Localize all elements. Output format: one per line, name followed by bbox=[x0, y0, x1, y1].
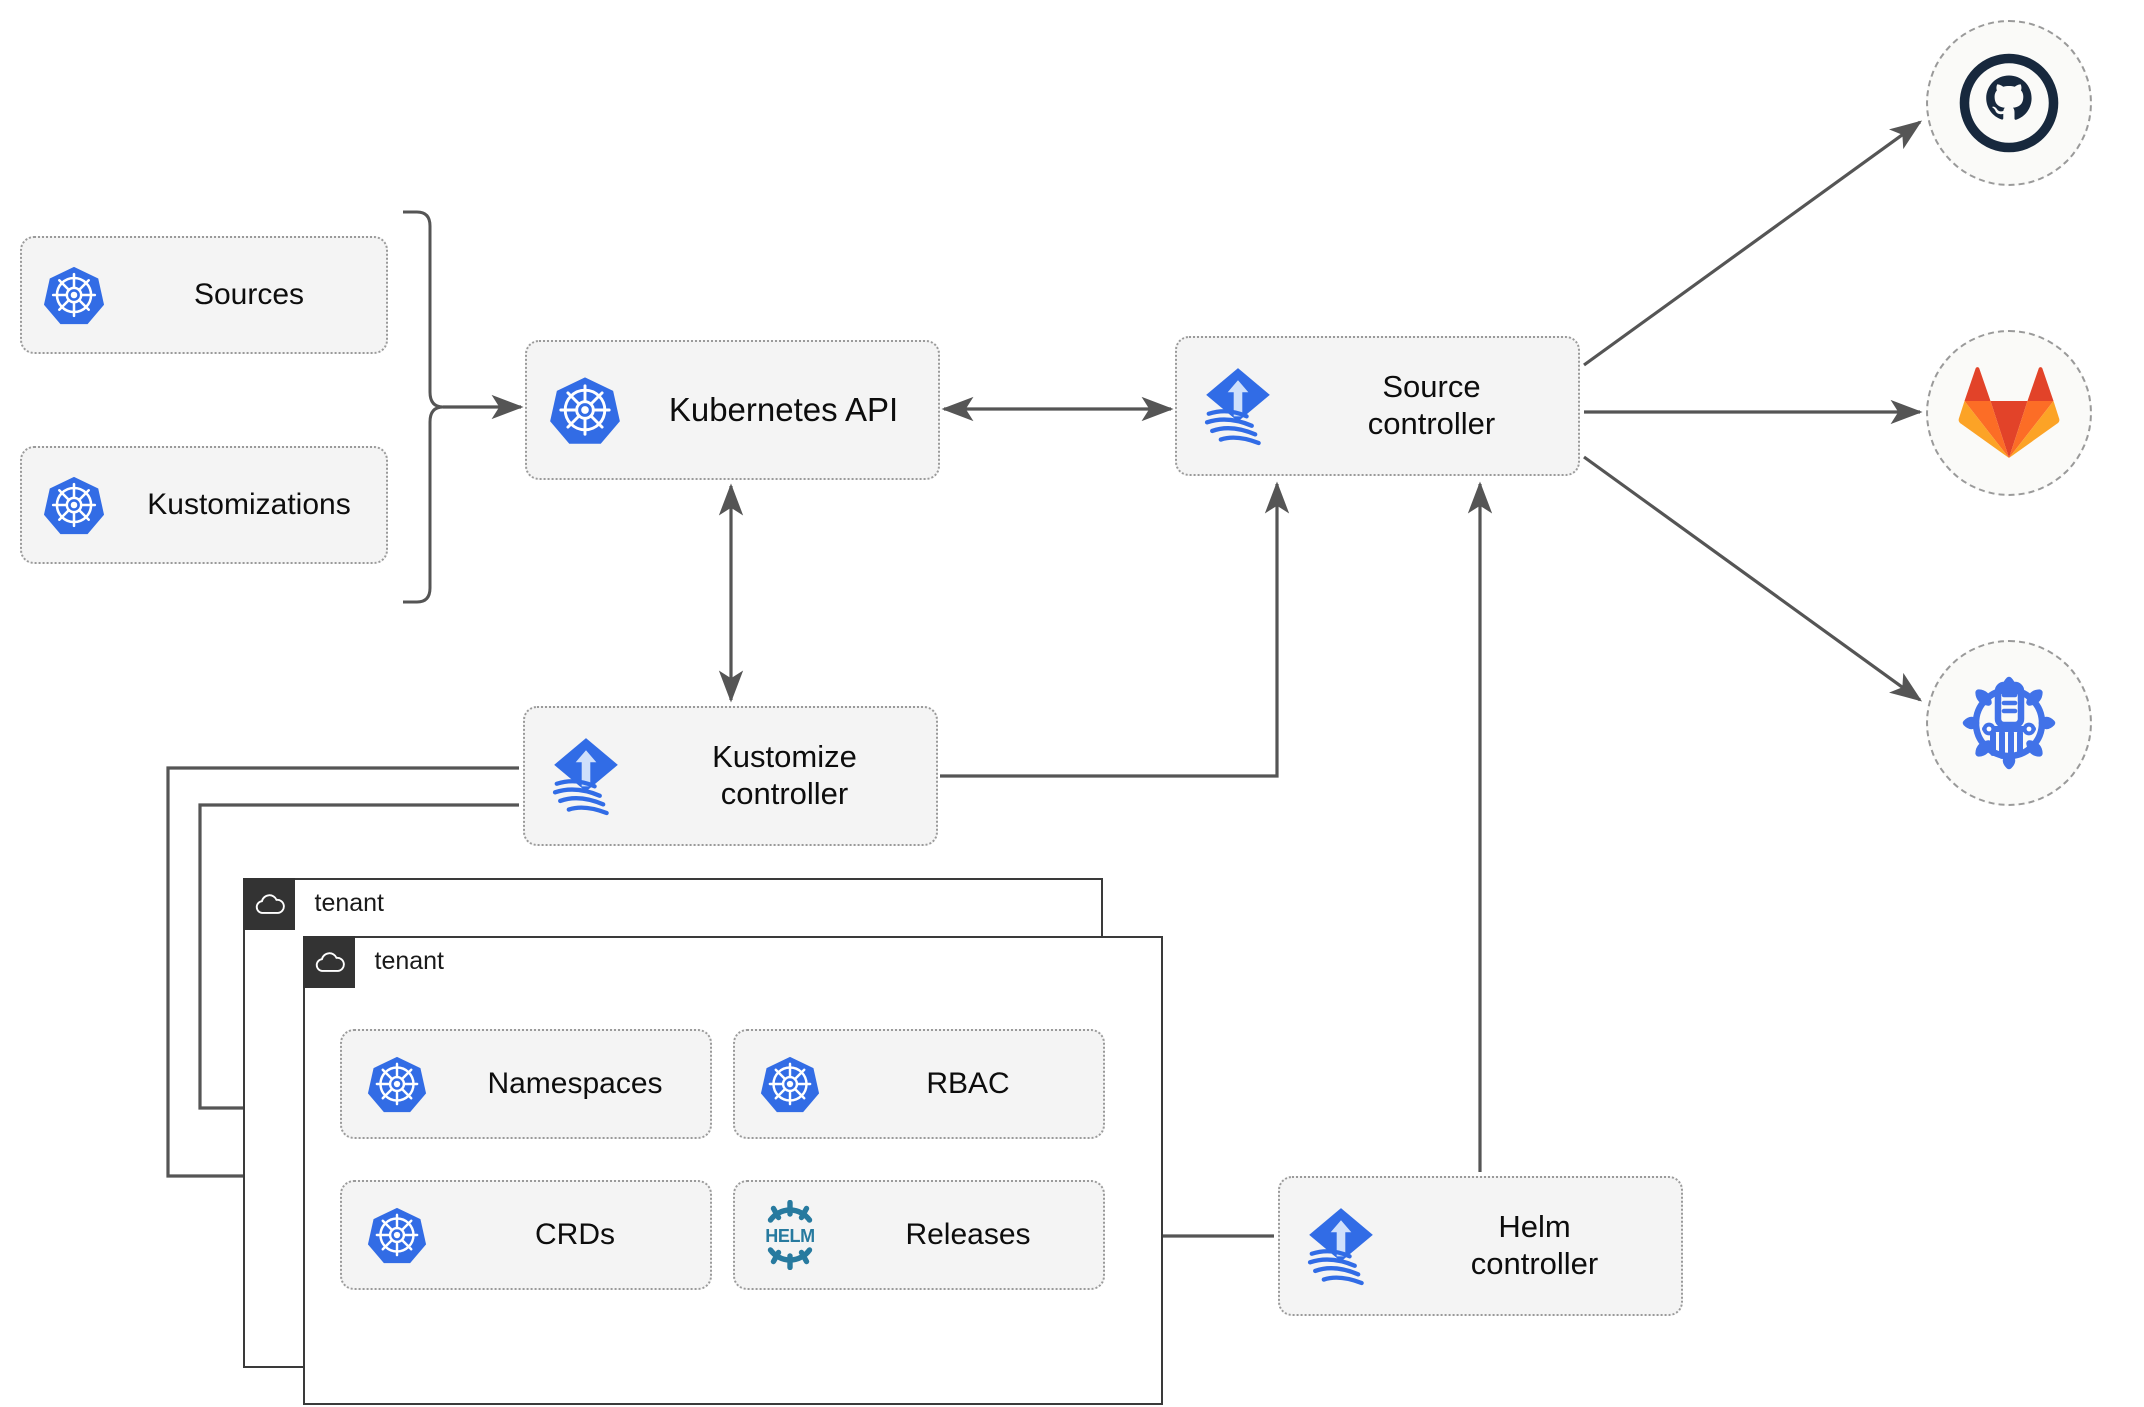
node-label: Kubernetes API bbox=[668, 390, 899, 428]
provider-harbor[interactable] bbox=[1926, 640, 2092, 806]
harbor-icon bbox=[1957, 671, 2061, 775]
wire-source-harbor bbox=[1583, 455, 1923, 702]
resource-crds[interactable]: CRDs bbox=[340, 1180, 712, 1290]
resource-label: Namespaces bbox=[487, 1067, 663, 1100]
gitlab-icon bbox=[1957, 364, 2061, 462]
node-helm-controller[interactable]: Helm controller bbox=[1278, 1176, 1683, 1316]
helm-icon: HELM bbox=[735, 1200, 845, 1270]
resource-namespaces[interactable]: Namespaces bbox=[340, 1029, 712, 1139]
flux-icon bbox=[1177, 363, 1299, 449]
github-icon bbox=[1956, 50, 2062, 156]
resource-rbac[interactable]: RBAC bbox=[733, 1029, 1105, 1139]
flux-icon bbox=[1280, 1203, 1402, 1289]
tenant-panel-front[interactable]: tenant bbox=[302, 935, 1163, 1405]
provider-gitlab[interactable] bbox=[1926, 330, 2092, 496]
node-label: Helm controller bbox=[1470, 1209, 1599, 1281]
kubernetes-icon bbox=[22, 264, 126, 326]
group-brace bbox=[403, 210, 444, 604]
tenant-label: tenant bbox=[314, 889, 385, 917]
node-sources[interactable]: Sources bbox=[20, 236, 388, 354]
node-kubernetes-api[interactable]: Kubernetes API bbox=[525, 340, 940, 480]
resource-label: CRDs bbox=[535, 1218, 615, 1251]
resource-label: Releases bbox=[905, 1218, 1031, 1251]
kubernetes-icon bbox=[735, 1054, 845, 1114]
wire-source-github bbox=[1583, 120, 1923, 367]
cloud-icon bbox=[302, 935, 355, 988]
node-kustomizations[interactable]: Kustomizations bbox=[20, 446, 388, 564]
node-source-controller[interactable]: Source controller bbox=[1175, 336, 1580, 476]
svg-text:HELM: HELM bbox=[765, 1226, 814, 1246]
cloud-icon bbox=[242, 877, 295, 930]
node-label: Kustomize controller bbox=[712, 739, 857, 811]
flux-icon bbox=[525, 733, 647, 819]
node-label: Source controller bbox=[1367, 369, 1496, 441]
kubernetes-icon bbox=[342, 1205, 452, 1265]
resource-label: RBAC bbox=[926, 1067, 1010, 1100]
node-label: Kustomizations bbox=[147, 488, 351, 522]
node-label: Sources bbox=[193, 278, 305, 312]
provider-github[interactable] bbox=[1926, 20, 2092, 186]
node-kustomize-controller[interactable]: Kustomize controller bbox=[523, 706, 938, 846]
tenant-header: tenant bbox=[302, 935, 445, 988]
tenant-label: tenant bbox=[374, 947, 445, 975]
kubernetes-icon bbox=[22, 474, 126, 536]
tenant-header: tenant bbox=[242, 877, 385, 930]
kubernetes-icon bbox=[527, 374, 643, 446]
wire-kustomize-source bbox=[940, 481, 1290, 778]
kubernetes-icon bbox=[342, 1054, 452, 1114]
resource-releases[interactable]: HELM Releases bbox=[733, 1180, 1105, 1290]
